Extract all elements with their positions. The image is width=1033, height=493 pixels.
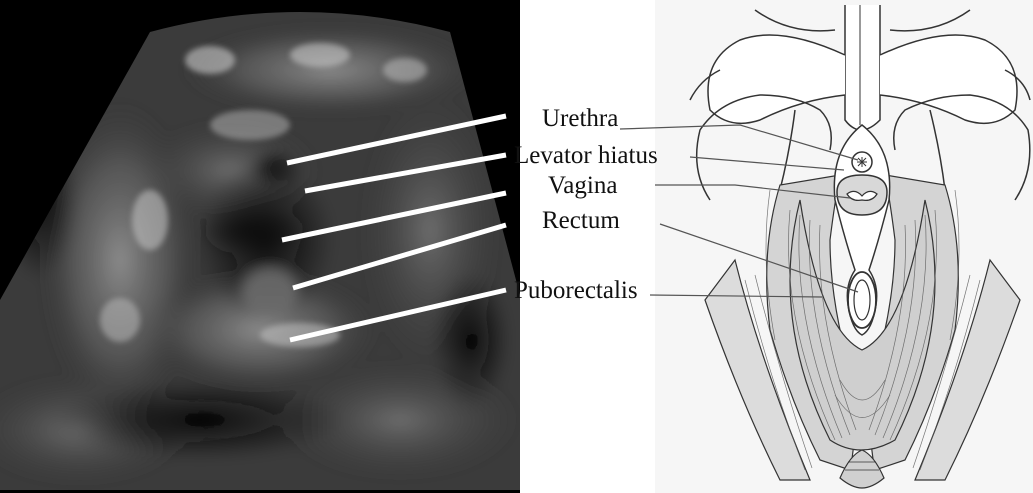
structure-labels: Urethra Levator hiatus Vagina Rectum Pub… — [514, 105, 658, 304]
label-urethra: Urethra — [542, 105, 618, 132]
label-vagina: Vagina — [548, 172, 617, 199]
label-puborectalis: Puborectalis — [514, 277, 638, 304]
vagina-structure — [837, 175, 887, 215]
urethra-structure — [852, 152, 872, 172]
anatomical-drawing — [655, 0, 1033, 493]
rectum-structure — [848, 272, 876, 328]
label-rectum: Rectum — [542, 207, 620, 234]
label-levator-hiatus: Levator hiatus — [514, 142, 658, 169]
ultrasound-panel — [0, 0, 520, 493]
